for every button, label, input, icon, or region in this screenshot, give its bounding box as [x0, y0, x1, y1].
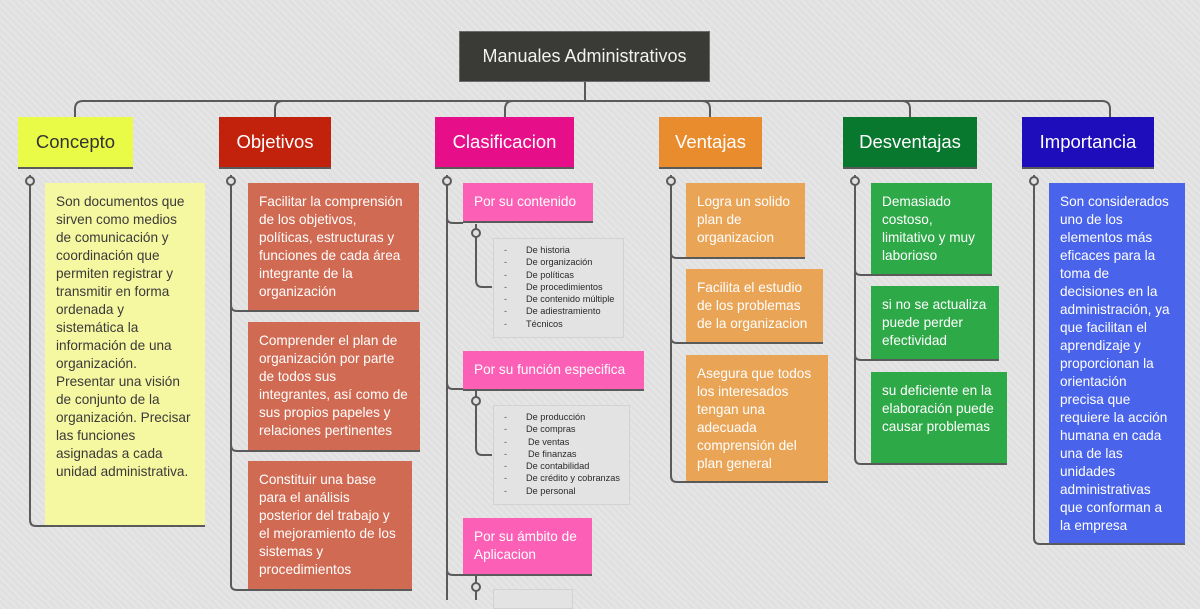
desventajas-card-text: su deficiente en la elaboración puede ca…: [882, 383, 994, 434]
list-item: -De organización: [504, 257, 593, 268]
desventajas-card[interactable]: si no se actualiza puede perder efectivi…: [871, 286, 999, 361]
desventajas-collapse-toggle[interactable]: [850, 176, 860, 186]
root-title: Manuales Administrativos: [482, 46, 687, 66]
ventajas-collapse-toggle[interactable]: [666, 176, 676, 186]
clasificacion-collapse-toggle[interactable]: [442, 176, 452, 186]
branch-desventajas[interactable]: Desventajas: [843, 117, 977, 169]
branch-importancia[interactable]: Importancia: [1022, 117, 1154, 169]
clasificacion-sub-ambito[interactable]: Por su ámbito de Aplicacion: [463, 518, 592, 576]
importancia-collapse-toggle[interactable]: [1029, 176, 1039, 186]
list-item: -De crédito y cobranzas: [504, 473, 620, 484]
branch-clasificacion[interactable]: Clasificacion: [435, 117, 574, 169]
objetivos-card-text: Constituir una base para el análisis pos…: [259, 472, 396, 577]
objetivos-card[interactable]: Comprender el plan de organización por p…: [248, 322, 420, 452]
list-item: -De historia: [504, 245, 570, 255]
desventajas-card[interactable]: su deficiente en la elaboración puede ca…: [871, 372, 1007, 465]
desventajas-card-text: Demasiado costoso, limitativo y muy labo…: [882, 194, 975, 263]
ventajas-card-text: Asegura que todos los interesados tengan…: [697, 366, 812, 471]
ambito-collapse-toggle[interactable]: [471, 582, 481, 592]
list-item: -De adiestramiento: [504, 306, 601, 317]
objetivos-connector: [274, 100, 284, 117]
clasificacion-sub-funcion[interactable]: Por su función especifica: [463, 351, 644, 391]
top-bus-connector: [74, 100, 1111, 117]
desventajas-connector: [901, 100, 911, 117]
contenido-list[interactable]: -De historia -De organización -De políti…: [493, 238, 624, 338]
sub-funcion-label: Por su función especifica: [474, 362, 626, 377]
list-item: -De compras: [504, 424, 576, 435]
funcion-collapse-toggle[interactable]: [471, 396, 481, 406]
list-item: -De finanzas: [504, 448, 577, 459]
concepto-collapse-toggle[interactable]: [25, 176, 35, 186]
clasificacion-connector: [504, 100, 514, 117]
branch-desventajas-label: Desventajas: [859, 131, 961, 152]
sub-ambito-label: Por su ámbito de Aplicacion: [474, 529, 577, 562]
ventajas-card-text: Facilita el estudio de los problemas de …: [697, 280, 808, 331]
objetivos-card-text: Comprender el plan de organización por p…: [259, 333, 408, 438]
branch-objetivos-label: Objetivos: [236, 131, 314, 152]
desventajas-card[interactable]: Demasiado costoso, limitativo y muy labo…: [871, 183, 992, 276]
branch-concepto-label: Concepto: [35, 131, 116, 152]
root-topic[interactable]: Manuales Administrativos: [459, 31, 710, 82]
importancia-card[interactable]: Son considerados uno de los elementos má…: [1049, 183, 1185, 545]
ambito-list[interactable]: [493, 589, 573, 609]
desventajas-card-text: si no se actualiza puede perder efectivi…: [882, 297, 987, 348]
list-item: -De producción: [504, 412, 586, 422]
ventajas-card[interactable]: Logra un solido plan de organizacion: [686, 183, 805, 259]
objetivos-card[interactable]: Facilitar la comprensión de los objetivo…: [248, 183, 419, 312]
objetivos-card[interactable]: Constituir una base para el análisis pos…: [248, 461, 412, 591]
ventajas-connector: [701, 100, 711, 117]
concepto-card[interactable]: Son documentos que sirven como medios de…: [45, 183, 205, 527]
list-item: -De procedimientos: [504, 281, 603, 292]
sub-contenido-label: Por su contenido: [474, 194, 577, 209]
importancia-card-text: Son considerados uno de los elementos má…: [1060, 194, 1170, 533]
branch-objetivos[interactable]: Objetivos: [219, 117, 331, 169]
branch-concepto[interactable]: Concepto: [18, 117, 133, 169]
contenido-collapse-toggle[interactable]: [471, 228, 481, 238]
ventajas-card-text: Logra un solido plan de organizacion: [697, 194, 790, 245]
list-item: -Técnicos: [504, 318, 563, 329]
ventajas-card[interactable]: Facilita el estudio de los problemas de …: [686, 269, 823, 344]
funcion-list[interactable]: -De producción -De compras -De ventas -D…: [493, 405, 630, 505]
branch-importancia-label: Importancia: [1039, 131, 1137, 152]
concepto-card-text: Son documentos que sirven como medios de…: [56, 194, 191, 479]
branch-ventajas[interactable]: Ventajas: [659, 117, 762, 169]
branch-ventajas-label: Ventajas: [675, 131, 746, 152]
clasificacion-sub-contenido[interactable]: Por su contenido: [463, 183, 593, 223]
list-item: -De personal: [504, 485, 576, 496]
list-item: -De políticas: [504, 269, 575, 280]
objetivos-collapse-toggle[interactable]: [226, 176, 236, 186]
list-item: -De contabilidad: [504, 461, 590, 472]
list-item: -De contenido múltiple: [504, 294, 615, 305]
objetivos-card-text: Facilitar la comprensión de los objetivo…: [259, 194, 403, 299]
branch-clasificacion-label: Clasificacion: [452, 131, 557, 152]
ventajas-card[interactable]: Asegura que todos los interesados tengan…: [686, 355, 828, 483]
list-item: -De ventas: [504, 436, 570, 447]
